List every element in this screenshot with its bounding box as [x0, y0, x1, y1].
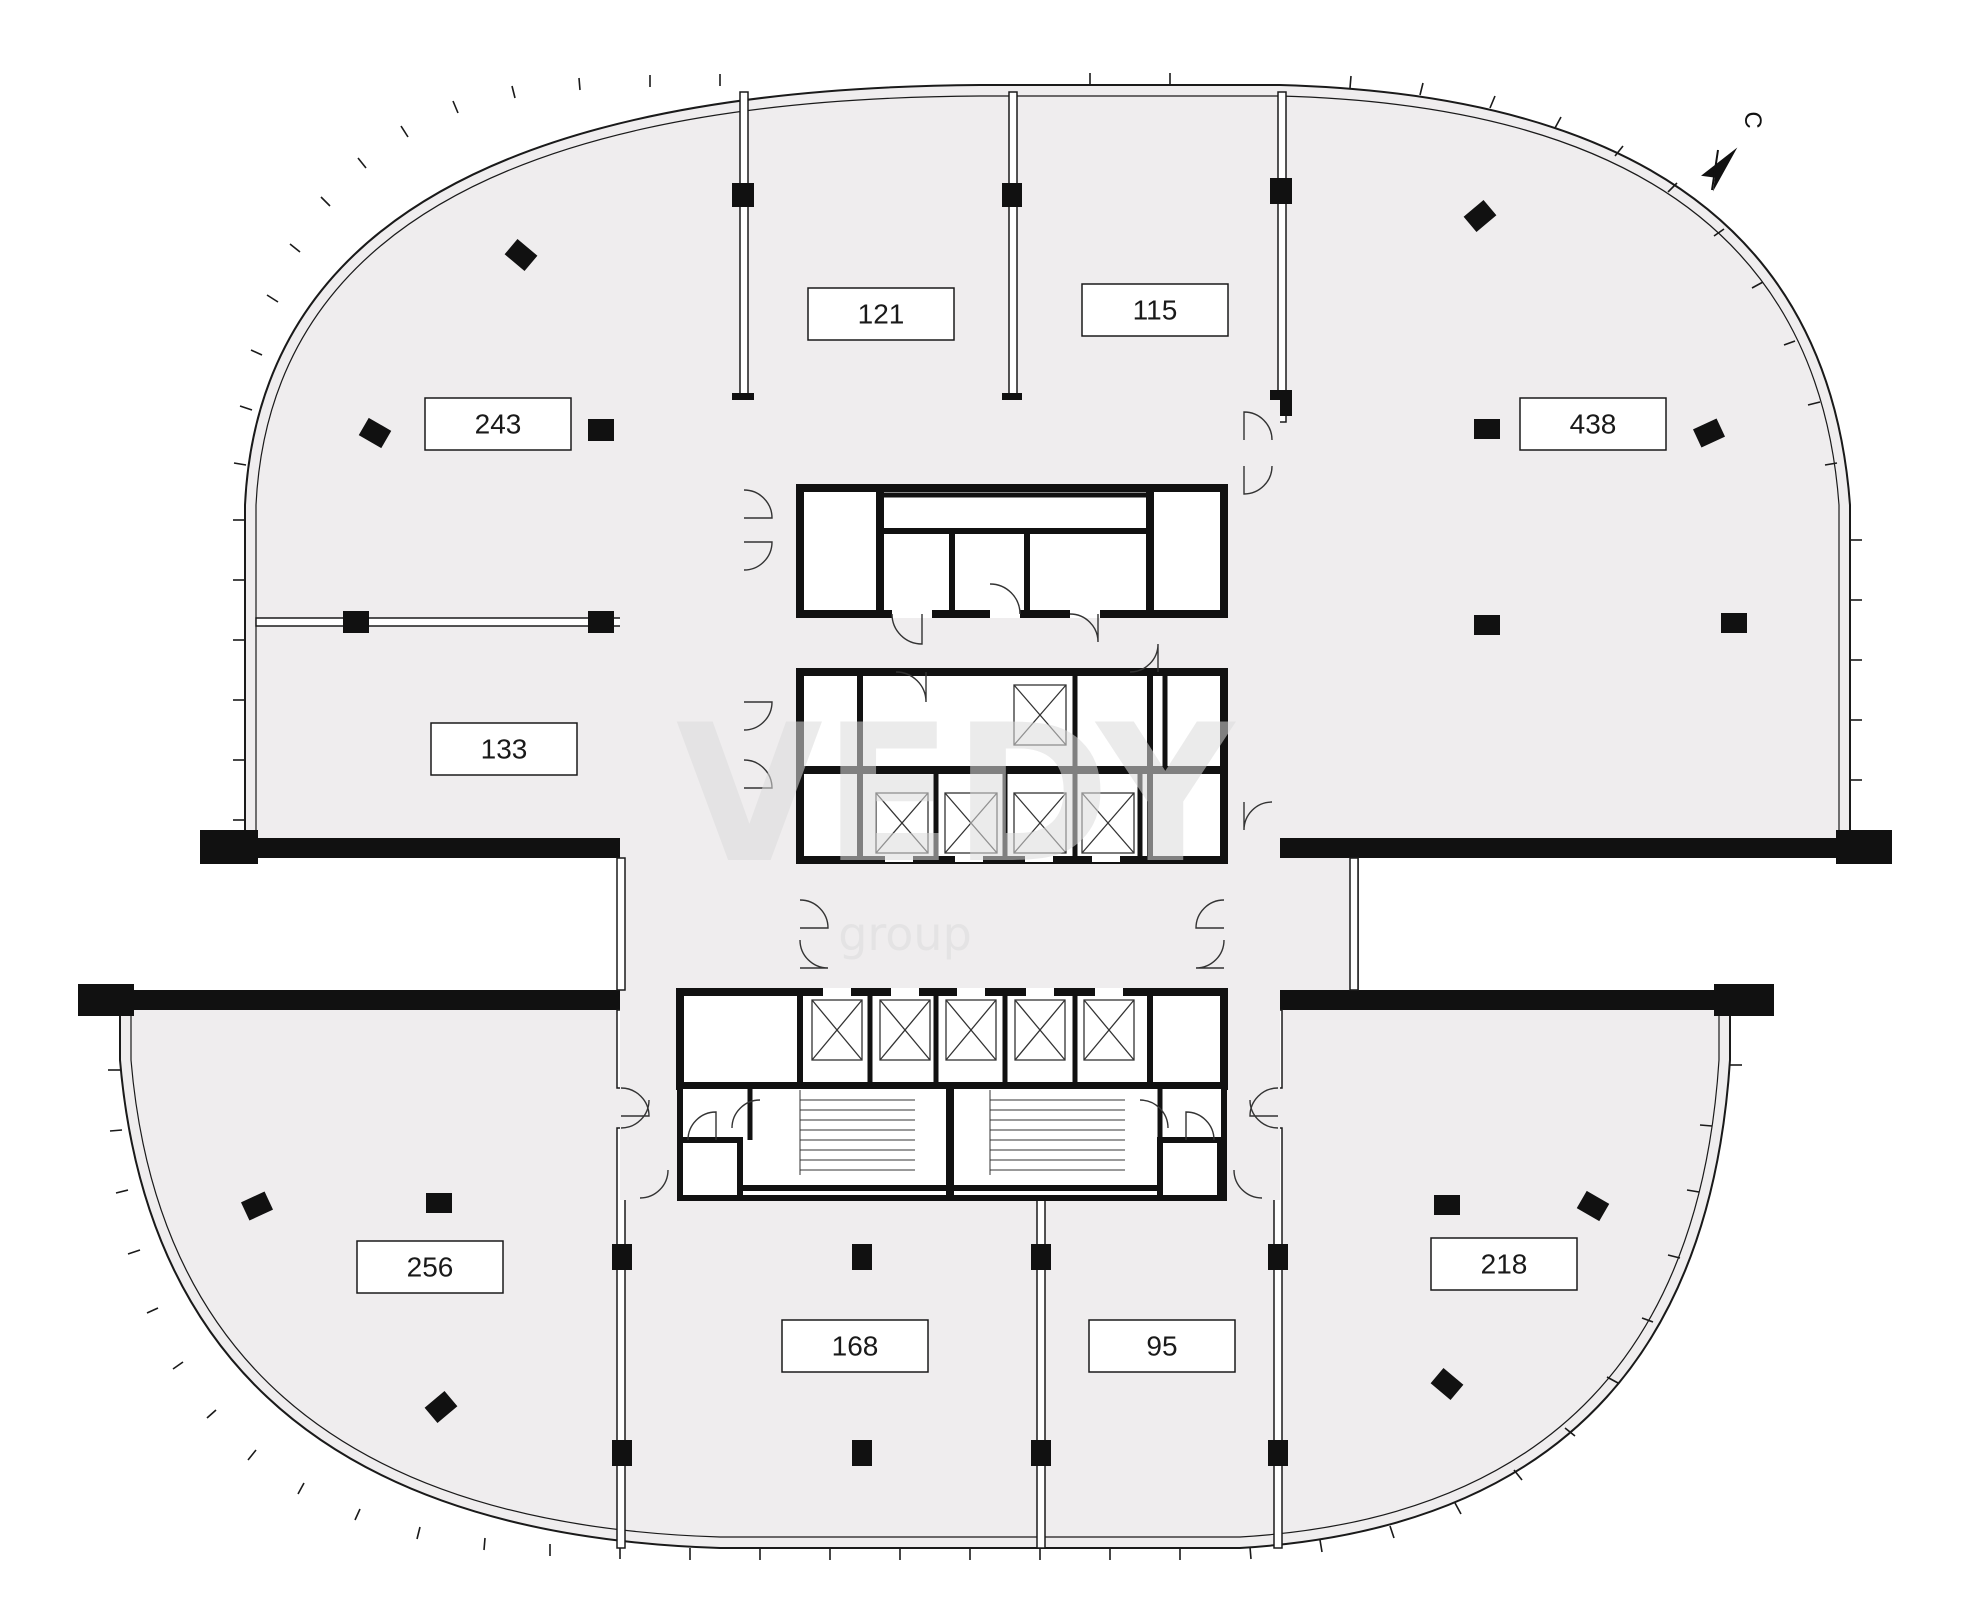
north-label: С [1739, 111, 1766, 128]
lower-facade-inner [130, 1005, 1720, 1538]
area-label-218[interactable]: 218 [1430, 1237, 1578, 1291]
lower-wing-floor [120, 998, 1730, 1548]
corridor-right-floor [1280, 858, 1350, 990]
watermark-logo: VEDY [676, 684, 1237, 905]
upper-right-slab-edge [1280, 838, 1892, 858]
upper-right-slab-end [1836, 830, 1892, 864]
lower-facade [119, 1005, 1731, 1549]
lower-left-slab-edge [78, 990, 626, 1010]
upper-columns [343, 178, 1747, 635]
area-label-168[interactable]: 168 [781, 1319, 929, 1373]
area-label-243[interactable]: 243 [424, 397, 572, 451]
svg-text:133: 133 [481, 734, 528, 765]
corridor-doors [620, 411, 1279, 1199]
upper-facade-inner [255, 95, 1840, 848]
area-label-115[interactable]: 115 [1081, 283, 1229, 337]
north-arrow: С [1701, 111, 1766, 192]
area-label-121[interactable]: 121 [807, 287, 955, 341]
area-label-95[interactable]: 95 [1088, 1319, 1236, 1373]
area-label-256[interactable]: 256 [356, 1240, 504, 1294]
upper-mullions [233, 73, 1862, 821]
upper-left-slab-edge [200, 838, 748, 858]
upper-facade [244, 84, 1851, 848]
svg-text:256: 256 [407, 1252, 454, 1283]
svg-text:95: 95 [1146, 1331, 1177, 1362]
middle-core-block [796, 643, 1228, 864]
lower-left-slab-end [78, 984, 134, 1016]
area-label-133[interactable]: 133 [430, 722, 578, 776]
upper-left-slab-end [200, 830, 258, 864]
svg-text:243: 243 [475, 409, 522, 440]
watermark-sub: group [838, 907, 972, 961]
north-arrow-icon [1701, 147, 1738, 192]
lower-right-slab-edge [1280, 990, 1774, 1010]
lower-right-slab-end [1714, 984, 1774, 1016]
lower-core-block [676, 988, 1228, 1201]
svg-text:168: 168 [832, 1331, 879, 1362]
svg-text:115: 115 [1133, 295, 1178, 326]
watermark: VEDY group [676, 684, 1237, 961]
svg-text:218: 218 [1481, 1249, 1528, 1280]
lower-columns [240, 1190, 1610, 1466]
elevator-shafts-upper [875, 684, 1135, 854]
svg-text:438: 438 [1570, 409, 1617, 440]
area-labels: 243 121 115 438 133 256 168 95 [356, 283, 1667, 1373]
svg-text:121: 121 [858, 299, 905, 330]
lower-mullions [108, 1064, 1742, 1560]
core [616, 400, 1359, 1201]
elevator-shafts-lower [811, 999, 1135, 1061]
upper-core-block [796, 484, 1228, 645]
area-label-438[interactable]: 438 [1519, 397, 1667, 451]
stairs-left [799, 1090, 915, 1175]
stairs-right [989, 1090, 1125, 1175]
